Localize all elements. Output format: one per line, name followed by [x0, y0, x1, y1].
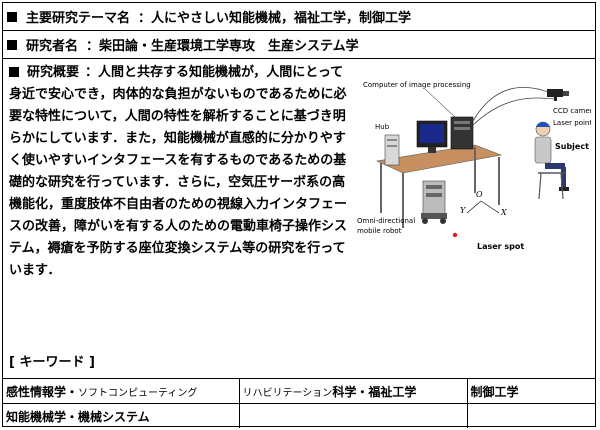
laser-pointer-label: Laser pointer — [553, 119, 591, 127]
mobile-robot-shape — [421, 180, 447, 224]
researcher-label: 研究者名 — [26, 39, 79, 54]
square-bullet-icon — [7, 39, 17, 50]
researcher-value: ：柴田論・生産環境工学専攻 生産システム学 — [86, 39, 359, 54]
hub-label: Hub — [375, 123, 390, 131]
theme-label: 主要研究テーマ名 — [26, 11, 131, 26]
monitor-shape — [416, 120, 448, 153]
square-bullet-icon — [9, 67, 19, 77]
keyword-small-text: リハビリテーション — [242, 387, 333, 399]
abstract-body: ：人間と共存する知能機械が，人間にとって身近で安心でき，肉体的な負担がないもので… — [9, 65, 348, 278]
abstract-section: 研究概要：人間と共存する知能機械が，人間にとって身近で安心でき，肉体的な負担がな… — [3, 59, 595, 354]
experiment-setup-figure: O X Y Computer of image processing CCD c… — [357, 81, 591, 251]
theme-value: ：人にやさしい知能機械，福祉工学，制御工学 — [138, 11, 412, 26]
ccd-camera-label: CCD camera — [553, 107, 591, 115]
floor-axes: O X Y — [460, 190, 507, 217]
keyword-cell: 制御工学 — [467, 378, 595, 404]
keyword-cell — [467, 403, 595, 428]
abstract-label: 研究概要 — [27, 65, 80, 80]
subject-label: Subject — [555, 142, 589, 151]
theme-row: 主要研究テーマ名 ：人にやさしい知能機械，福祉工学，制御工学 — [3, 3, 595, 31]
axis-o-label: O — [476, 190, 483, 199]
cable-line — [472, 87, 552, 122]
robot-label-line1: Omni-directional — [357, 217, 415, 225]
axis-x-label: X — [500, 208, 507, 217]
computer-case-shape — [450, 116, 474, 150]
laser-spot-label: Laser spot — [477, 242, 524, 251]
keyword-title: [ キーワード ] — [9, 355, 95, 370]
keyword-main-text: 感性情報学・ — [6, 384, 79, 399]
axis-y-label: Y — [460, 206, 466, 215]
keyword-row: 感性情報学・ソフトコンピューティング リハビリテーション科学・福祉工学 制御工学 — [3, 378, 595, 404]
desk-shape — [375, 144, 503, 228]
robot-label-line2: mobile robot — [357, 227, 402, 235]
keyword-cell — [239, 403, 468, 428]
square-bullet-icon — [7, 11, 17, 22]
keyword-table: 感性情報学・ソフトコンピューティング リハビリテーション科学・福祉工学 制御工学… — [3, 378, 595, 428]
keyword-cell: 感性情報学・ソフトコンピューティング — [3, 378, 240, 404]
researcher-row: 研究者名 ：柴田論・生産環境工学専攻 生産システム学 — [3, 31, 595, 59]
computer-label: Computer of image processing — [363, 81, 471, 89]
keyword-small-text: ソフトコンピューティング — [78, 387, 198, 399]
keyword-main-text: 制御工学 — [470, 384, 519, 399]
ccd-camera-shape — [547, 89, 569, 101]
keyword-main-text: 科学・福祉工学 — [332, 384, 417, 399]
abstract-text-block: 研究概要：人間と共存する知能機械が，人間にとって身近で安心でき，肉体的な負担がな… — [9, 62, 351, 282]
laser-spot-dot — [452, 232, 458, 238]
keyword-cell: リハビリテーション科学・福祉工学 — [239, 378, 468, 404]
hub-tower-shape — [384, 134, 400, 166]
keyword-row: 知能機械学・機械システム — [3, 403, 595, 428]
keyword-cell: 知能機械学・機械システム — [3, 403, 240, 428]
keyword-main-text: 知能機械学・機械システム — [6, 409, 150, 424]
subject-person-shape — [534, 121, 569, 200]
cable-line — [472, 97, 556, 126]
